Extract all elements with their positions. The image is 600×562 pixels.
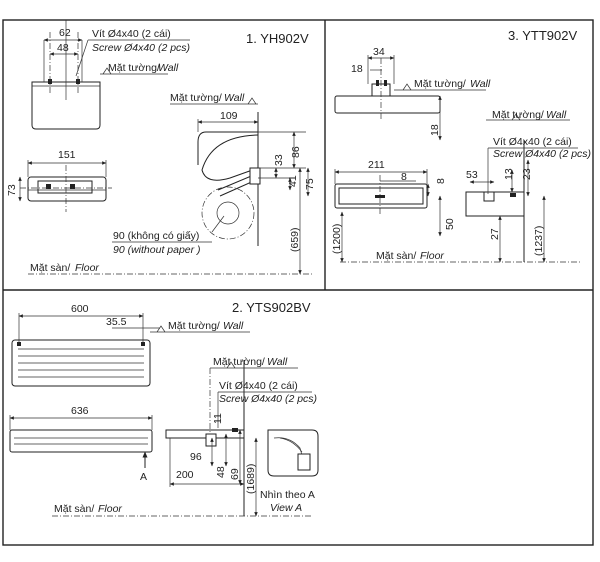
dim-1237: (1237) [533,226,545,256]
panel-title-ytt902v: 3. YTT902V [508,28,577,43]
dim-23: 23 [521,168,533,180]
floor-3-label-vi: Mặt sàn/ [376,250,416,262]
view-a-detail [267,429,319,477]
dim-18-side: 18 [429,124,441,136]
dim-18-top: 18 [351,63,363,75]
screw-label-vi: Vít Ø4x40 (2 cái) [92,28,171,40]
floor-label-en: Floor [75,262,99,274]
dim-34: 34 [373,46,385,58]
wall-label-3-vi: Mặt tường/ [414,78,466,90]
wall-label-en: Wall [158,62,179,74]
wall-label-5-en: Wall [223,320,244,332]
dim-35-5: 35.5 [106,316,127,328]
view-a-label-vi: Nhìn theo A [260,489,315,501]
nopaper-label-en: 90 (without paper ) [113,244,201,256]
wall-label-6-vi: Mặt tường/ [213,356,265,368]
panel-ytt902v: 3. YTT902V 34 18 Mặt tường/ Wall 18 [331,28,591,263]
wall-label-6-en: Wall [267,356,288,368]
dim-62: 62 [59,27,71,39]
dim-600: 600 [71,303,89,315]
dim-48: 48 [57,42,69,54]
panel-yts902bv: 2. YTS902BV 600 35.5 Mặt tường/ Wall [9,300,319,517]
panel-title-yh902v: 1. YH902V [246,31,309,46]
dim-1689: (1689) [245,464,257,494]
shelf-top-view [11,339,151,387]
dim-8-a: 8 [401,171,407,183]
panel-frames [2,19,594,546]
dim-75: 75 [304,178,316,190]
nopaper-label-vi: 90 (không có giấy) [113,230,199,242]
dim-13: 13 [503,168,515,180]
holder-front-view [31,20,101,130]
screw-3-label-vi: Vít Ø4x40 (2 cái) [493,136,572,148]
dim-109: 109 [220,110,238,122]
panel-yh902v: 1. YH902V 62 48 Vít Ø4x40 (2 cái) Screw … [6,20,316,275]
dim-41: 41 [287,175,299,187]
dim-53: 53 [466,169,478,181]
floor-2-label-en: Floor [98,503,122,515]
dim-73: 73 [6,184,18,196]
shelf-front-view [9,429,153,453]
dim-86: 86 [290,146,302,158]
dim-33: 33 [273,154,285,166]
dim-151: 151 [58,149,76,161]
towel-holder-side-view [465,140,525,262]
dim-48-side: 48 [215,466,227,478]
dim-659: (659) [289,227,301,252]
floor-3-label-en: Floor [420,250,444,262]
view-arrow-label: A [140,471,147,483]
screw-3-label-en: Screw Ø4x40 (2 pcs) [493,148,591,160]
dim-27: 27 [489,228,501,240]
floor-2-label-vi: Mặt sàn/ [54,503,94,515]
wall-label-vi: Mặt tường/ [108,62,160,74]
dim-50: 50 [444,218,456,230]
screw-2-label-vi: Vít Ø4x40 (2 cái) [219,380,298,392]
wall-label-2-en: Wall [224,92,245,104]
dim-96: 96 [190,451,202,463]
screw-label-en: Screw Ø4x40 (2 pcs) [92,42,190,54]
floor-label-vi: Mặt sàn/ [30,262,70,274]
dim-1200: (1200) [331,224,343,254]
wall-label-2-vi: Mặt tường/ [170,92,222,104]
wall-label-5-vi: Mặt tường/ [168,320,220,332]
holder-side-view [197,112,261,246]
panel-title-yts902bv: 2. YTS902BV [232,300,311,315]
dim-69: 69 [229,468,241,480]
dim-636: 636 [71,405,89,417]
screw-2-label-en: Screw Ø4x40 (2 pcs) [219,393,317,405]
view-a-label-en: View A [270,502,302,514]
dim-8-b: 8 [435,178,447,184]
holder-top-view [20,165,112,212]
wall-label-4-vi: Mặt tường/ [492,109,544,121]
dim-211: 211 [368,159,385,171]
dim-11: 11 [212,413,224,424]
dim-200: 200 [176,469,194,481]
wall-label-3-en: Wall [470,78,491,90]
towel-holder-top-view [334,58,441,120]
wall-label-4-en: Wall [546,109,567,121]
